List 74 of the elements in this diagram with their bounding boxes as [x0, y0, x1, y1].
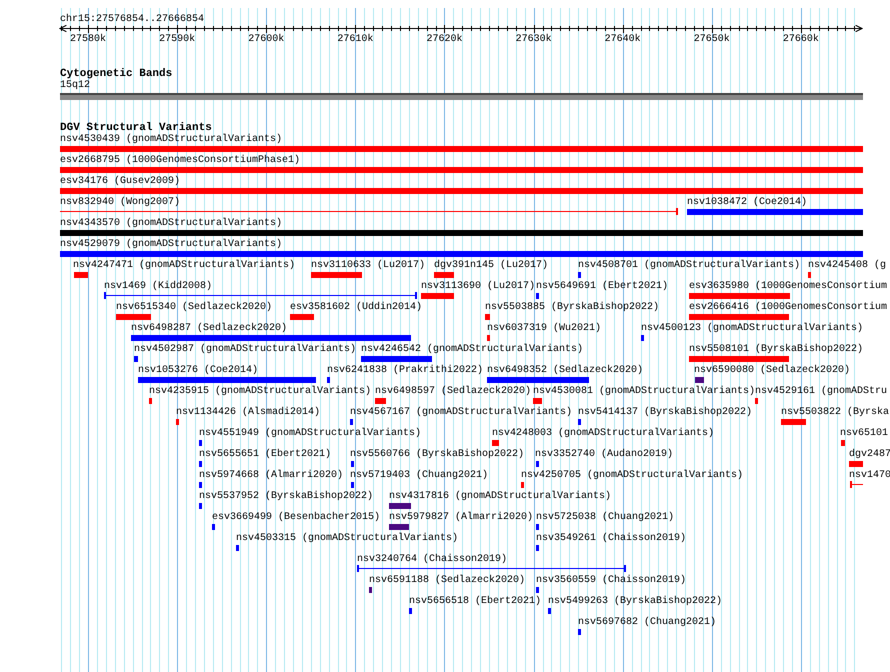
variant-label: nsv4502987 (gnomADStructuralVariants) — [134, 344, 356, 356]
variant-label: nsv3549261 (Chaisson2019) — [536, 533, 686, 545]
variant-label: esv2666416 (1000GenomesConsortium — [689, 302, 888, 314]
variant-label: nsv4245408 (g — [808, 260, 886, 272]
tick-label: 27650k — [694, 34, 730, 46]
region-label: chr15:27576854..27666854 — [60, 14, 204, 26]
band-label: 15q12 — [60, 80, 90, 92]
variant-label: nsv6498597 (Sedlazeck2020) — [375, 386, 532, 398]
variant-label: nsv5979827 (Almarri2020) — [389, 512, 534, 524]
tick-label: 27660k — [782, 34, 819, 46]
variant-label: nsv5499263 (ByrskaBishop2022) — [548, 596, 722, 608]
tick-label: 27640k — [604, 34, 641, 46]
variant-label: esv3581602 (Uddin2014) — [290, 302, 422, 314]
variant-label: esv3635980 (1000GenomesConsortium — [689, 281, 888, 293]
variant-label: nsv3352740 (Audano2019) — [535, 449, 674, 461]
tick-label: 27600k — [248, 34, 284, 46]
variant-label: nsv4250705 (gnomADStructuralVariants) — [521, 470, 744, 482]
variant-label: dgv2487 — [849, 449, 890, 461]
variant-label: nsv6498352 (Sedlazeck2020) — [487, 365, 644, 377]
tick-label: 27620k — [426, 34, 462, 46]
variant-label: nsv6037319 (Wu2021) — [487, 323, 602, 335]
variant-label: nsv6241838 (Prakrithi2022) — [327, 365, 484, 377]
variant-label: nsv4529161 (gnomADStru — [755, 386, 888, 398]
variant-label: nsv5697682 (Chuang2021) — [578, 617, 716, 629]
tick-label: 27610k — [337, 34, 374, 46]
tick-label: 27590k — [159, 34, 196, 46]
variant-label: nsv5974668 (Almarri2020) — [199, 470, 344, 482]
variant-label: nsv1134426 (Alsmadi2014) — [176, 407, 320, 419]
variant-label: nsv5656518 (Ebert2021) — [409, 596, 542, 608]
variant-label: dgv391n145 (Lu2017) — [434, 260, 548, 272]
variant-label: esv3669499 (Besenbacher2015) — [212, 512, 380, 524]
variant-label: nsv5725038 (Chuang2021) — [536, 512, 674, 524]
variant-label: nsv4530439 (gnomADStructuralVariants) — [60, 134, 282, 146]
variant-label: nsv4343570 (gnomADStructuralVariants) — [60, 218, 282, 230]
track-title: Cytogenetic Bands — [60, 68, 172, 80]
variant-label: nsv5719403 (Chuang2021) — [350, 470, 488, 482]
tick-label: 27630k — [516, 34, 552, 46]
variant-label: nsv4317816 (gnomADStructuralVariants) — [389, 491, 612, 503]
variant-label: nsv832940 (Wong2007) — [60, 197, 180, 209]
variant-label: nsv5537952 (ByrskaBishop2022) — [199, 491, 374, 503]
variant-label: nsv3240764 (Chaisson2019) — [357, 554, 508, 566]
variant-label: nsv1053276 (Coe2014) — [138, 365, 258, 377]
variant-label: nsv6515340 (Sedlazeck2020) — [116, 302, 272, 314]
variant-label: nsv4247471 (gnomADStructuralVariants) — [73, 260, 296, 272]
variant-label: nsv4529079 (gnomADStructuralVariants) — [60, 239, 282, 251]
variant-label: nsv3560559 (Chaisson2019) — [536, 575, 686, 587]
variant-label: nsv5503822 (Byrska — [781, 407, 890, 419]
variant-label: nsv5503885 (ByrskaBishop2022) — [485, 302, 660, 314]
variant-label: nsv1038472 (Coe2014) — [687, 197, 808, 209]
track-title: DGV Structural Variants — [60, 122, 212, 134]
variant-label: nsv3113690 (Lu2017) — [421, 281, 536, 293]
variant-label: nsv4500123 (gnomADStructuralVariants) — [641, 323, 864, 335]
variant-label: esv34176 (Gusev2009) — [60, 176, 180, 188]
variant-label: nsv3110633 (Lu2017) — [311, 260, 426, 272]
variant-label: esv2668795 (1000GenomesConsortiumPhase1) — [60, 155, 300, 167]
variant-label: nsv4567167 (gnomADStructuralVariants) — [350, 407, 572, 419]
variant-label: nsv6498287 (Sedlazeck2020) — [131, 323, 288, 335]
variant-label: nsv5655651 (Ebert2021) — [199, 449, 332, 461]
variant-label: nsv4235915 (gnomADStructuralVariants) — [149, 386, 372, 398]
variant-label: nsv5508101 (ByrskaBishop2022) — [689, 344, 864, 356]
tick-label: 27580k — [70, 34, 106, 46]
variant-label: nsv5649691 (Ebert2021) — [536, 281, 668, 293]
variant-label: nsv6590080 (Sedlazeck2020) — [694, 365, 850, 377]
variant-label: nsv5414137 (ByrskaBishop2022) — [578, 407, 752, 419]
variant-label: nsv5560766 (ByrskaBishop2022) — [350, 449, 524, 461]
variant-label: nsv4530081 (gnomADStructuralVariants) — [533, 386, 756, 398]
variant-label: nsv6591188 (Sedlazeck2020) — [369, 575, 526, 587]
variant-label: nsv1469 (Kidd2008) — [104, 281, 212, 293]
variant-label: nsv65101 — [840, 428, 888, 440]
variant-label: nsv4248003 (gnomADStructuralVariants) — [492, 428, 714, 440]
variant-label: nsv4246542 (gnomADStructuralVariants) — [361, 344, 584, 356]
variant-label: nsv4551949 (gnomADStructuralVariants) — [199, 428, 422, 440]
variant-label: nsv4508701 (gnomADStructuralVariants) — [578, 260, 800, 272]
variant-label: nsv4503315 (gnomADStructuralVariants) — [236, 533, 458, 545]
